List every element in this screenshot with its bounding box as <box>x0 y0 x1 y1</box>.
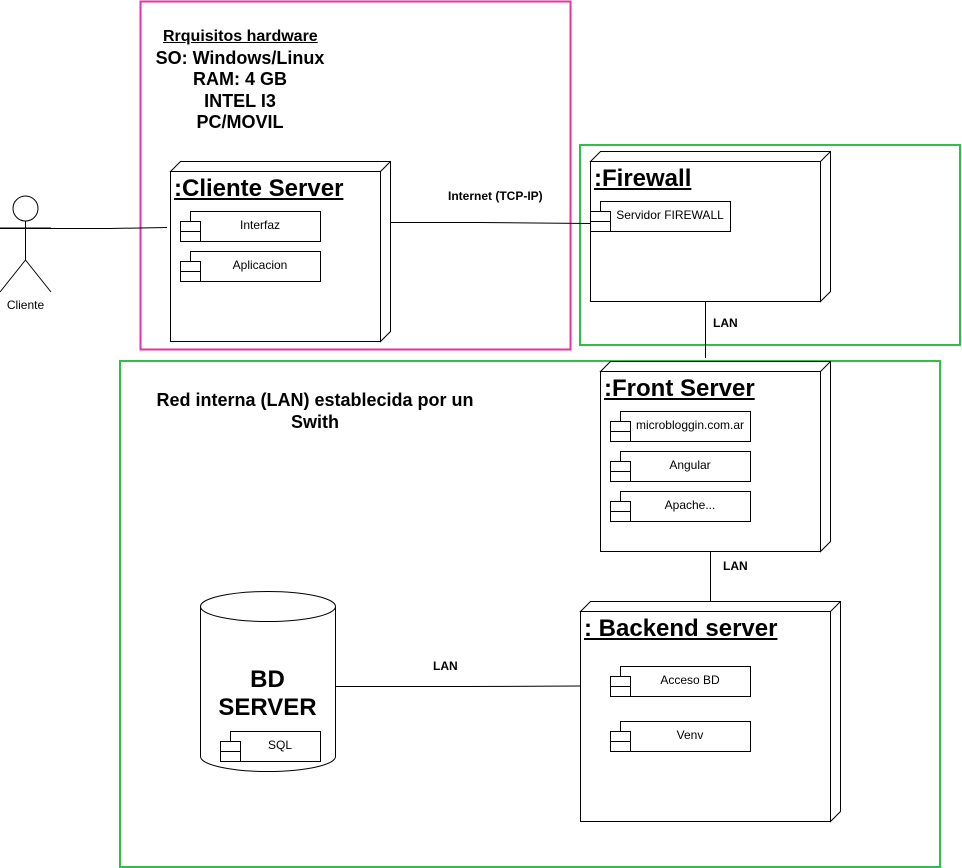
component-apache-label: Apache... <box>664 498 716 512</box>
hardware-title: Rrquisitos hardware <box>163 28 318 45</box>
component-microbloggin-label: microbloggin.com.ar <box>635 418 745 432</box>
front-backend-lan-label: LAN <box>723 559 748 573</box>
component-acceso-bd-label: Acceso BD <box>660 673 720 687</box>
network-note-line1: Red interna (LAN) establecida por un <box>156 390 474 410</box>
component-aplicacion-label: Aplicacion <box>232 258 288 272</box>
hardware-line-ram: RAM: 4 GB <box>193 69 287 89</box>
actor-label: Cliente <box>6 298 45 312</box>
actor-figure <box>0 195 52 293</box>
firewall-front-lan-label: LAN <box>713 316 738 330</box>
component-angular <box>610 451 751 482</box>
component-sql-label: SQL <box>267 738 292 752</box>
firewall-boundary <box>579 144 961 346</box>
db-backend-lan-label: LAN <box>433 659 458 673</box>
component-apache <box>610 491 751 522</box>
database-title-line2: SERVER <box>218 694 317 721</box>
firewall-title: :Firewall <box>594 165 692 192</box>
lan-boundary <box>119 360 941 868</box>
hardware-line-cpu: INTEL I3 <box>204 91 276 111</box>
backend-server-title: : Backend server <box>584 615 778 642</box>
component-venv <box>610 721 751 752</box>
hardware-boundary <box>139 0 572 351</box>
component-angular-label: Angular <box>669 458 711 472</box>
front-server-title: :Front Server <box>604 375 755 402</box>
db-backend-line <box>335 685 581 687</box>
component-venv-label: Venv <box>676 728 704 742</box>
component-interfaz <box>180 211 321 242</box>
database-cylinder <box>200 591 336 772</box>
component-interfaz-label: Interfaz <box>239 218 281 232</box>
component-servidor-firewall-label: Servidor FIREWALL <box>616 208 724 222</box>
component-microbloggin <box>610 411 751 442</box>
database-title-line1: BD <box>250 666 285 693</box>
component-servidor-firewall <box>590 201 731 232</box>
cliente-server-title: :Cliente Server <box>174 175 344 202</box>
component-sql <box>220 731 321 762</box>
network-note-line2: Swith <box>291 412 339 432</box>
hardware-line-so: SO: Windows/Linux <box>155 48 325 68</box>
internet-line <box>390 222 591 224</box>
hardware-line-device: PC/MOVIL <box>196 112 284 132</box>
backend-server-node <box>579 601 841 823</box>
component-acceso-bd <box>610 666 751 697</box>
internet-connection-label: Internet (TCP-IP) <box>448 189 543 203</box>
component-aplicacion <box>180 251 321 282</box>
actor-to-cliente-line <box>0 227 168 229</box>
